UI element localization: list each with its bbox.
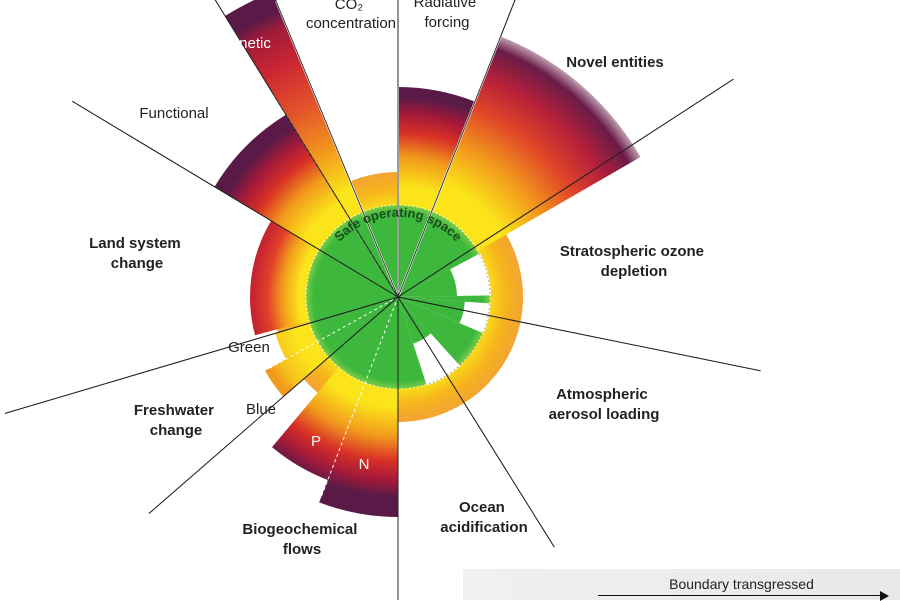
divider-overlay-0 xyxy=(214,0,399,298)
legend-bar: Boundary transgressed xyxy=(463,569,900,600)
label-atmospheric-aerosol: Atmospheric aerosol loading xyxy=(549,386,660,423)
ocean-green xyxy=(398,297,431,344)
divider-overlay-2 xyxy=(4,296,399,414)
label-phosphorus: P xyxy=(311,433,321,450)
aerosol-green xyxy=(398,297,465,324)
label-stratospheric-ozone: Stratospheric ozone depletion xyxy=(560,243,708,280)
label-freshwater-change: Freshwater change xyxy=(134,402,218,439)
legend-arrowhead xyxy=(880,591,889,601)
label-functional: Functional xyxy=(139,105,208,122)
label-blue-water: Blue xyxy=(246,401,276,418)
divider-overlay-7 xyxy=(397,78,734,298)
label-land-system-change: Land system change xyxy=(89,235,185,272)
label-novel-entities: Novel entities xyxy=(566,54,664,71)
legend-text: Boundary transgressed xyxy=(669,576,814,592)
divider-overlay-6 xyxy=(397,296,761,372)
divider-overlay-1 xyxy=(72,100,399,298)
boundary-ring-gap xyxy=(426,253,491,385)
divider-overlay-10 xyxy=(275,0,399,298)
label-green-water: Green xyxy=(228,339,270,356)
label-ocean-acidification: Ocean acidification xyxy=(440,499,528,536)
label-radiative-forcing: Radiative forcing xyxy=(414,0,481,31)
label-biogeochemical-flows: Biogeochemical flows xyxy=(242,521,361,558)
label-nitrogen: N xyxy=(359,456,370,473)
label-co2-concentration: CO₂ concentration xyxy=(306,0,396,32)
subdivider-line-0 xyxy=(266,296,399,371)
divider-overlay-8 xyxy=(397,0,516,298)
ozone-green xyxy=(398,269,457,297)
sector-dividers xyxy=(4,0,761,600)
legend-arrow-line xyxy=(598,595,884,596)
label-genetic: Genetic xyxy=(219,35,271,52)
divider-overlay-5 xyxy=(397,296,555,548)
divider-overlay-3 xyxy=(148,296,399,514)
